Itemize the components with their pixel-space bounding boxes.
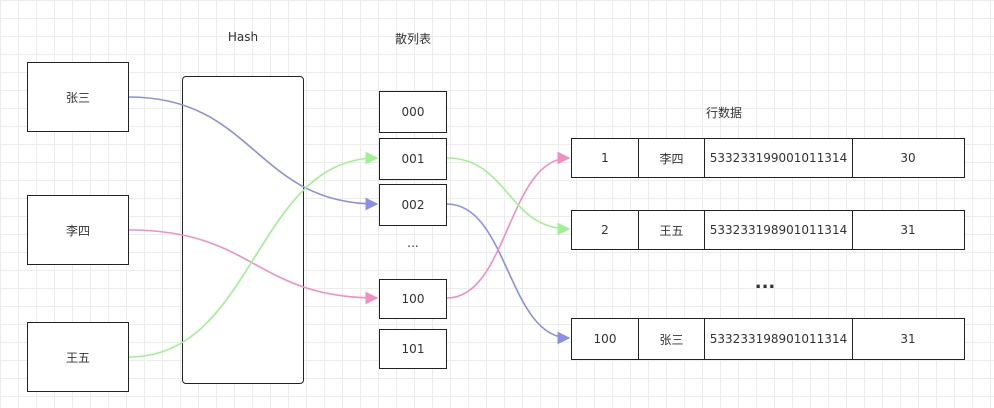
row-idcard-cell: 533233198901011314 bbox=[705, 211, 853, 249]
edge-wangwu-to-slot-001 bbox=[128, 151, 379, 358]
key-box-zhangsan: 张三 bbox=[27, 62, 129, 132]
slot-label: 101 bbox=[401, 342, 425, 356]
edge-slot-001-to-row-2 bbox=[446, 157, 571, 236]
row-name-cell: 李四 bbox=[639, 139, 705, 177]
row-idcard-cell: 533233198901011314 bbox=[705, 319, 853, 359]
row-age-cell: 31 bbox=[900, 332, 916, 346]
edge-slot-002-to-row-100 bbox=[446, 203, 571, 345]
row-id-cell: 100 bbox=[572, 319, 639, 359]
key-label: 王五 bbox=[65, 350, 90, 365]
row-name-cell: 张三 bbox=[639, 319, 705, 359]
slot-100: 100 bbox=[379, 279, 447, 319]
row-name-cell: 王五 bbox=[639, 211, 705, 249]
slot-label: 002 bbox=[401, 198, 425, 212]
slot-101: 101 bbox=[379, 329, 447, 369]
slot-label: 100 bbox=[401, 292, 425, 306]
key-box-wangwu: 王五 bbox=[27, 322, 129, 392]
row-data-label: 行数据 bbox=[705, 106, 742, 120]
hash-function-box bbox=[182, 76, 304, 384]
data-row-1: 1 李四 533233199001011314 30 bbox=[571, 138, 965, 178]
slot-ellipsis: ... bbox=[407, 236, 419, 250]
data-row-2: 2 王五 533233198901011314 31 bbox=[571, 210, 965, 250]
slot-002: 002 bbox=[379, 184, 447, 226]
slot-label: 000 bbox=[401, 105, 425, 119]
row-id-cell: 1 bbox=[572, 139, 639, 177]
key-label: 李四 bbox=[65, 223, 90, 238]
edge-lisi-to-slot-100 bbox=[128, 229, 379, 305]
hash-label: Hash bbox=[227, 30, 259, 44]
slot-000: 000 bbox=[379, 91, 447, 133]
row-age-cell: 30 bbox=[900, 151, 916, 165]
rows-ellipsis: ... bbox=[754, 272, 776, 293]
edge-zhangsan-to-slot-002 bbox=[128, 96, 379, 211]
key-label: 张三 bbox=[65, 90, 90, 105]
row-age-cell: 31 bbox=[900, 223, 916, 237]
data-row-3: 100 张三 533233198901011314 31 bbox=[571, 318, 965, 360]
row-id-cell: 2 bbox=[572, 211, 639, 249]
edge-slot-100-to-row-1 bbox=[446, 151, 571, 299]
row-idcard-cell: 533233199001011314 bbox=[705, 139, 853, 177]
slot-001: 001 bbox=[379, 138, 447, 180]
key-box-lisi: 李四 bbox=[27, 195, 129, 265]
slot-label: 001 bbox=[401, 152, 425, 166]
hash-table-label: 散列表 bbox=[394, 32, 431, 46]
